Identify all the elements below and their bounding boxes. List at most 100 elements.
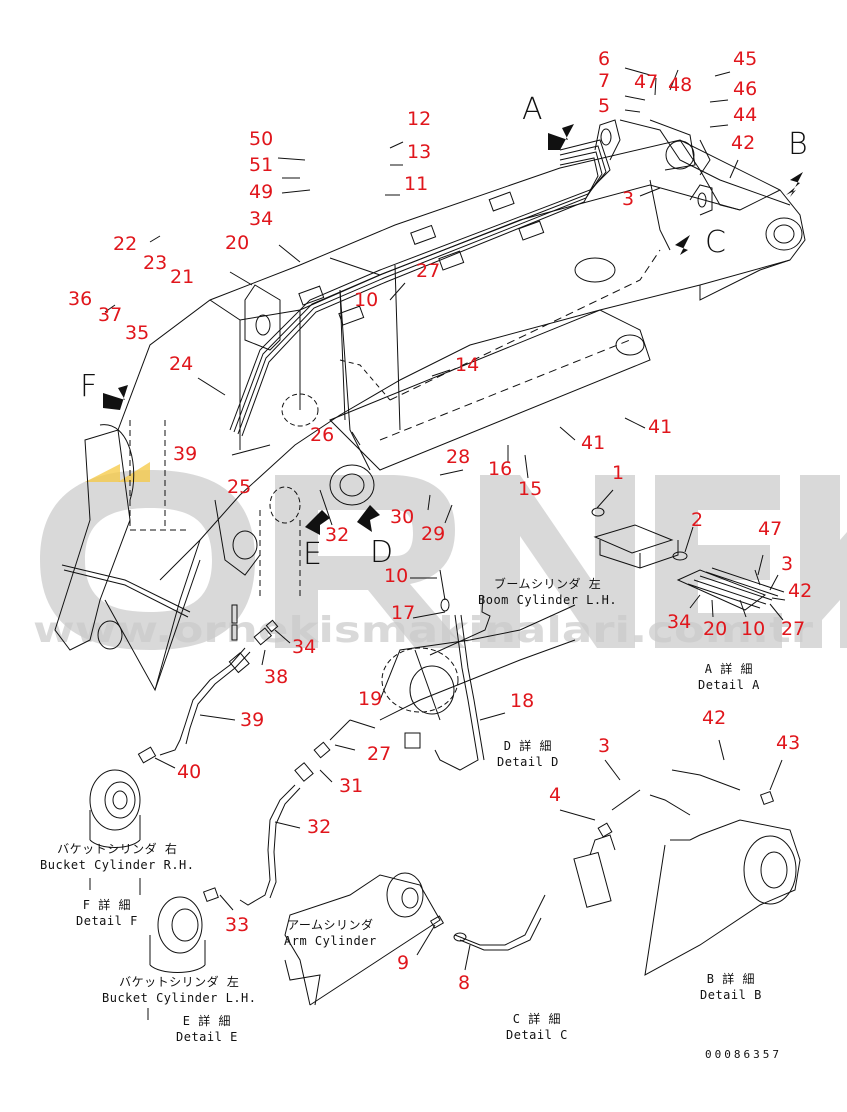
callout-28[interactable]: 28 bbox=[446, 446, 471, 468]
callout-6[interactable]: 6 bbox=[598, 48, 611, 70]
callout-27[interactable]: 27 bbox=[781, 618, 806, 640]
callout-7[interactable]: 7 bbox=[598, 70, 611, 92]
callout-3[interactable]: 3 bbox=[622, 188, 635, 210]
callout-37[interactable]: 37 bbox=[98, 304, 123, 326]
caption-jp: E 詳 細 bbox=[182, 1014, 231, 1028]
callout-36[interactable]: 36 bbox=[68, 288, 93, 310]
callout-27[interactable]: 27 bbox=[367, 743, 392, 765]
callout-3[interactable]: 3 bbox=[598, 735, 611, 757]
callout-19[interactable]: 19 bbox=[358, 688, 383, 710]
callout-15[interactable]: 15 bbox=[518, 478, 543, 500]
callout-3[interactable]: 3 bbox=[781, 553, 794, 575]
callout-20[interactable]: 20 bbox=[225, 232, 250, 254]
callout-34[interactable]: 34 bbox=[249, 208, 274, 230]
boss-d bbox=[231, 393, 375, 641]
callout-35[interactable]: 35 bbox=[125, 322, 150, 344]
detail-f-hose bbox=[89, 619, 279, 848]
callout-39[interactable]: 39 bbox=[240, 709, 265, 731]
callout-17[interactable]: 17 bbox=[391, 602, 416, 624]
caption-en: Boom Cylinder L.H. bbox=[478, 592, 618, 607]
callout-14[interactable]: 14 bbox=[455, 354, 480, 376]
view-arrow-c bbox=[675, 235, 690, 255]
view-arrow-b bbox=[786, 172, 803, 197]
caption-en: Bucket Cylinder R.H. bbox=[40, 857, 195, 872]
callout-23[interactable]: 23 bbox=[143, 252, 168, 274]
callout-9[interactable]: 9 bbox=[397, 952, 410, 974]
view-arrow-e bbox=[305, 510, 330, 535]
callout-20[interactable]: 20 bbox=[703, 618, 728, 640]
caption-boom-cylinder-lh: ブームシリンダ 左 Boom Cylinder L.H. bbox=[478, 577, 617, 608]
view-arrows bbox=[103, 124, 803, 535]
detail-e-hose bbox=[149, 719, 351, 973]
callout-22[interactable]: 22 bbox=[113, 233, 138, 255]
callout-30[interactable]: 30 bbox=[390, 506, 415, 528]
detail-c-arm-cylinder bbox=[284, 789, 641, 1006]
callout-33[interactable]: 33 bbox=[225, 914, 250, 936]
callout-21[interactable]: 21 bbox=[170, 266, 195, 288]
caption-en: Detail F bbox=[76, 913, 138, 928]
pipe-clamps bbox=[298, 191, 545, 326]
callout-16[interactable]: 16 bbox=[488, 458, 513, 480]
caption-en: Arm Cylinder bbox=[284, 933, 377, 948]
callout-10[interactable]: 10 bbox=[384, 565, 409, 587]
caption-detail-a: A 詳 細 Detail A bbox=[698, 662, 760, 693]
callout-10[interactable]: 10 bbox=[354, 289, 379, 311]
callout-41[interactable]: 41 bbox=[648, 416, 673, 438]
callout-25[interactable]: 25 bbox=[227, 476, 252, 498]
callout-49[interactable]: 49 bbox=[249, 181, 274, 203]
callout-47[interactable]: 47 bbox=[634, 71, 659, 93]
view-arrow-a bbox=[548, 124, 574, 150]
callout-40[interactable]: 40 bbox=[177, 761, 202, 783]
view-arrow-f bbox=[103, 385, 128, 410]
callout-2[interactable]: 2 bbox=[691, 509, 704, 531]
callout-1[interactable]: 1 bbox=[612, 462, 625, 484]
callout-44[interactable]: 44 bbox=[733, 104, 758, 126]
callout-46[interactable]: 46 bbox=[733, 78, 758, 100]
callout-43[interactable]: 43 bbox=[776, 732, 801, 754]
callout-26[interactable]: 26 bbox=[310, 424, 335, 446]
callout-48[interactable]: 48 bbox=[668, 74, 693, 96]
callout-13[interactable]: 13 bbox=[407, 141, 432, 163]
caption-jp: アームシリンダ bbox=[287, 918, 374, 932]
callout-18[interactable]: 18 bbox=[510, 690, 535, 712]
callout-12[interactable]: 12 bbox=[407, 108, 432, 130]
caption-jp: F 詳 細 bbox=[82, 898, 131, 912]
callout-51[interactable]: 51 bbox=[249, 154, 274, 176]
callout-39[interactable]: 39 bbox=[173, 443, 198, 465]
callout-24[interactable]: 24 bbox=[169, 353, 194, 375]
callout-11[interactable]: 11 bbox=[404, 173, 429, 195]
callout-42[interactable]: 42 bbox=[731, 132, 756, 154]
callout-50[interactable]: 50 bbox=[249, 128, 274, 150]
caption-detail-d: D 詳 細 Detail D bbox=[497, 739, 559, 770]
callout-47[interactable]: 47 bbox=[758, 518, 783, 540]
pin-boss bbox=[594, 119, 713, 216]
caption-jp: A 詳 細 bbox=[704, 662, 753, 676]
detail-a-block bbox=[591, 507, 785, 611]
callout-29[interactable]: 29 bbox=[421, 523, 446, 545]
view-letter-b: B bbox=[788, 127, 808, 162]
caption-arm-cylinder: アームシリンダ Arm Cylinder bbox=[284, 918, 377, 949]
callout-41[interactable]: 41 bbox=[581, 432, 606, 454]
callout-27[interactable]: 27 bbox=[416, 260, 441, 282]
caption-detail-c: C 詳 細 Detail C bbox=[506, 1012, 568, 1043]
callout-31[interactable]: 31 bbox=[339, 775, 364, 797]
callout-32[interactable]: 32 bbox=[325, 524, 350, 546]
callout-34[interactable]: 34 bbox=[292, 636, 317, 658]
caption-en: Detail C bbox=[506, 1027, 568, 1042]
callout-42[interactable]: 42 bbox=[788, 580, 813, 602]
boom-cylinder-outline bbox=[329, 249, 661, 471]
caption-jp: B 詳 細 bbox=[706, 972, 755, 986]
boom-body bbox=[54, 139, 806, 692]
callout-38[interactable]: 38 bbox=[264, 666, 289, 688]
caption-bucket-cylinder-lh: バケットシリンダ 左 Bucket Cylinder L.H. bbox=[102, 975, 257, 1006]
callout-4[interactable]: 4 bbox=[549, 784, 562, 806]
callout-8[interactable]: 8 bbox=[458, 972, 471, 994]
leader-lines bbox=[89, 67, 786, 1020]
callout-34[interactable]: 34 bbox=[667, 611, 692, 633]
callout-32[interactable]: 32 bbox=[307, 816, 332, 838]
callout-42[interactable]: 42 bbox=[702, 707, 727, 729]
callout-5[interactable]: 5 bbox=[598, 95, 611, 117]
view-arrow-d bbox=[357, 505, 380, 532]
callout-10[interactable]: 10 bbox=[741, 618, 766, 640]
callout-45[interactable]: 45 bbox=[733, 48, 758, 70]
